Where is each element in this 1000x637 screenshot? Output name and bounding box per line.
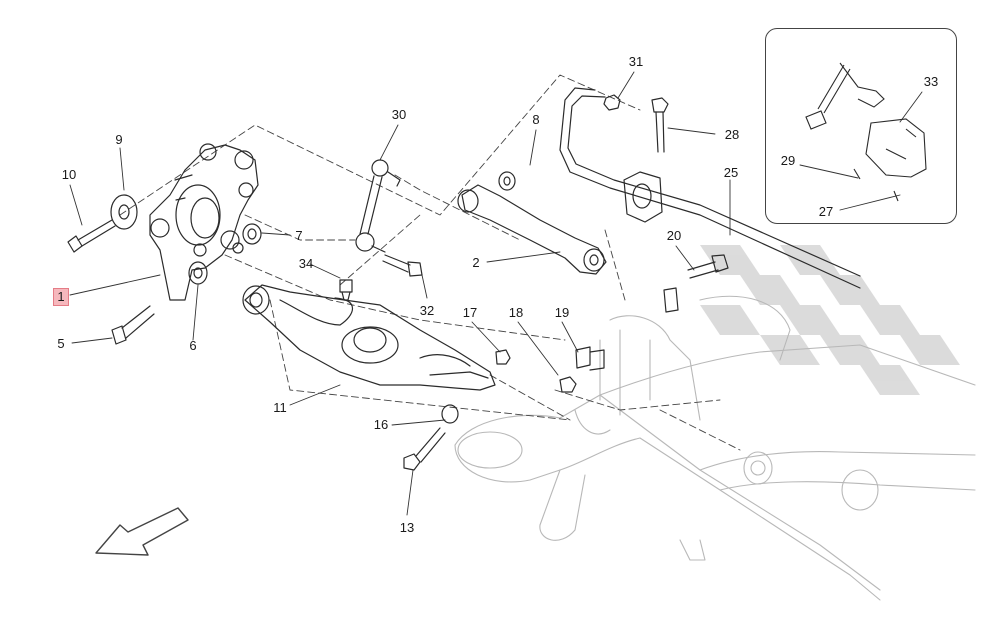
callout-25[interactable]: 25	[723, 165, 739, 180]
washer-7	[242, 223, 262, 245]
bolt-10	[67, 219, 116, 253]
bolt-13	[403, 427, 446, 471]
callout-30[interactable]: 30	[391, 107, 407, 122]
stabilizer-bushing	[623, 171, 663, 223]
eccentric-washer	[110, 194, 138, 230]
bush-8	[498, 171, 516, 191]
callout-20[interactable]: 20	[666, 228, 682, 243]
washer-16	[441, 404, 459, 424]
callout-1[interactable]: 1	[53, 288, 69, 306]
callout-27[interactable]: 27	[818, 204, 834, 219]
wheel-knuckle	[149, 143, 259, 301]
plate-19	[575, 346, 605, 371]
direction-arrow-icon	[95, 507, 189, 556]
callout-29[interactable]: 29	[780, 153, 796, 168]
upper-control-arm	[457, 184, 607, 275]
watermark-checker	[700, 245, 960, 395]
callout-10[interactable]: 10	[61, 167, 77, 182]
bolt-32	[382, 254, 423, 277]
callout-9[interactable]: 9	[115, 132, 123, 147]
callout-18[interactable]: 18	[508, 305, 524, 320]
callout-13[interactable]: 13	[399, 520, 415, 535]
washer-6	[188, 261, 208, 285]
callout-11[interactable]: 11	[273, 400, 287, 415]
callout-5[interactable]: 5	[57, 336, 65, 351]
stabilizer-end-link	[355, 159, 401, 253]
lower-control-arm	[242, 284, 496, 391]
callout-31[interactable]: 31	[628, 54, 644, 69]
callout-6[interactable]: 6	[189, 338, 197, 353]
plate-20	[663, 287, 679, 313]
callout-16[interactable]: 16	[373, 417, 389, 432]
callout-19[interactable]: 19	[554, 305, 570, 320]
bump-stop	[339, 279, 353, 301]
bolt-28	[651, 97, 669, 153]
callout-8[interactable]: 8	[532, 112, 540, 127]
nut-18	[559, 376, 577, 393]
callout-28[interactable]: 28	[724, 127, 740, 142]
bolt-20	[687, 254, 729, 279]
leader-lines	[69, 71, 923, 516]
nut-31	[603, 94, 621, 111]
callout-17[interactable]: 17	[462, 305, 478, 320]
callout-32[interactable]: 32	[419, 303, 435, 318]
callout-34[interactable]: 34	[298, 256, 314, 271]
stabilizer-bar	[559, 87, 861, 289]
callout-7[interactable]: 7	[295, 228, 303, 243]
assembly-lines	[119, 74, 741, 451]
height-sensor-drawing	[805, 62, 927, 202]
nut-17	[495, 349, 511, 365]
rear-subframe	[454, 295, 976, 601]
callout-2[interactable]: 2	[472, 255, 480, 270]
inset-sensor-detail	[765, 28, 957, 224]
callout-33[interactable]: 33	[923, 74, 939, 89]
bolt-5	[111, 305, 155, 345]
